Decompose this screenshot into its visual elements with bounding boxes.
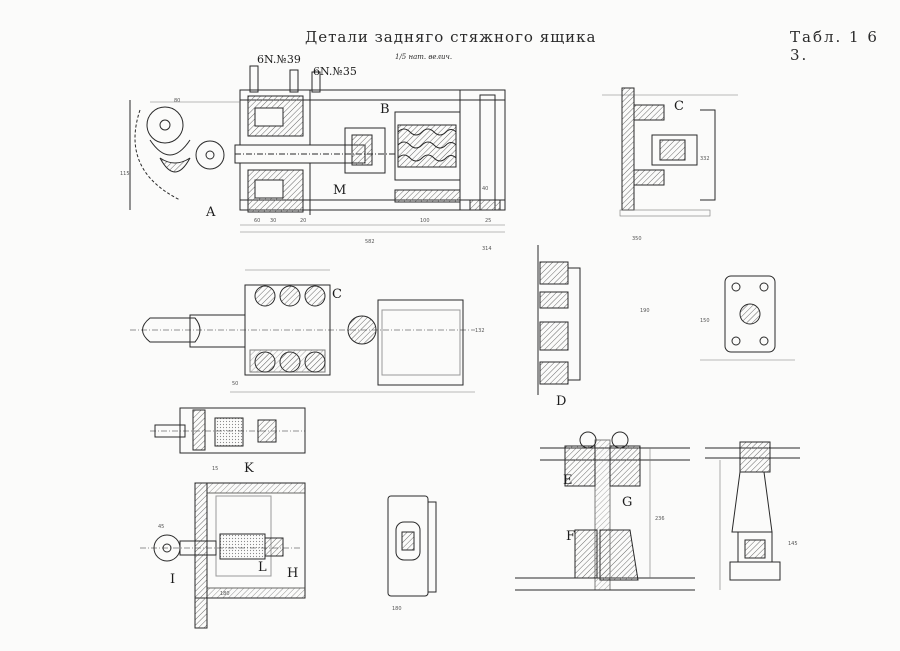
dim-main-length: 582 [365, 239, 375, 245]
main-assembly-view [129, 65, 506, 233]
callout-c-top: C [674, 99, 684, 114]
dim-132: 132 [475, 328, 485, 334]
table-number: Табл. 1 6 3. [790, 28, 879, 64]
side-elevation-view [705, 441, 800, 590]
dim-40: 40 [482, 186, 488, 192]
part-d-view [537, 245, 581, 395]
callout-b: B [380, 102, 390, 117]
dim-25: 25 [485, 218, 491, 224]
plate-view [700, 275, 795, 361]
dim-20: 20 [300, 218, 306, 224]
dim-332: 332 [700, 156, 710, 162]
scale-note: 1/5 нат. велич. [395, 53, 453, 61]
plan-view [130, 269, 475, 393]
dim-150: 150 [700, 318, 710, 324]
callout-f: F [566, 529, 575, 544]
bolt-callout-1: 6N.№39 [257, 53, 301, 66]
dim-60: 60 [254, 218, 260, 224]
dim-236: 236 [655, 516, 665, 522]
dim-190: 190 [640, 308, 650, 314]
dim-314: 314 [482, 246, 492, 252]
dim-145: 145 [788, 541, 798, 547]
dim-100: 100 [420, 218, 430, 224]
dim-80: 80 [174, 98, 180, 104]
callout-k: K [244, 461, 254, 476]
callout-h: H [287, 566, 298, 581]
bracket-view [387, 495, 437, 597]
dim-d180: 180 [220, 591, 230, 597]
bolt-callout-2: 6N.№35 [313, 65, 357, 78]
callout-l: L [258, 560, 267, 575]
dim-15: 15 [212, 466, 218, 472]
callout-i: I [170, 572, 175, 587]
dim-350: 350 [632, 236, 642, 242]
dim-30: 30 [270, 218, 276, 224]
dim-50: 50 [232, 381, 238, 387]
section-efg-view [515, 431, 695, 591]
callout-g: G [622, 495, 632, 510]
lower-assembly-view [140, 482, 306, 629]
callout-c-mid: C [332, 287, 342, 302]
part-k-view [150, 407, 306, 454]
dim-45: 45 [158, 524, 164, 530]
section-c-view [602, 87, 738, 217]
callout-d: D [556, 394, 566, 409]
sheet-title: Детали задняго стяжного ящика [305, 28, 597, 46]
dim-180: 180 [392, 606, 402, 612]
callout-a: A [205, 205, 216, 220]
callout-e: E [563, 473, 573, 488]
dim-main-height: 115 [120, 171, 130, 177]
callout-m: M [333, 183, 346, 198]
